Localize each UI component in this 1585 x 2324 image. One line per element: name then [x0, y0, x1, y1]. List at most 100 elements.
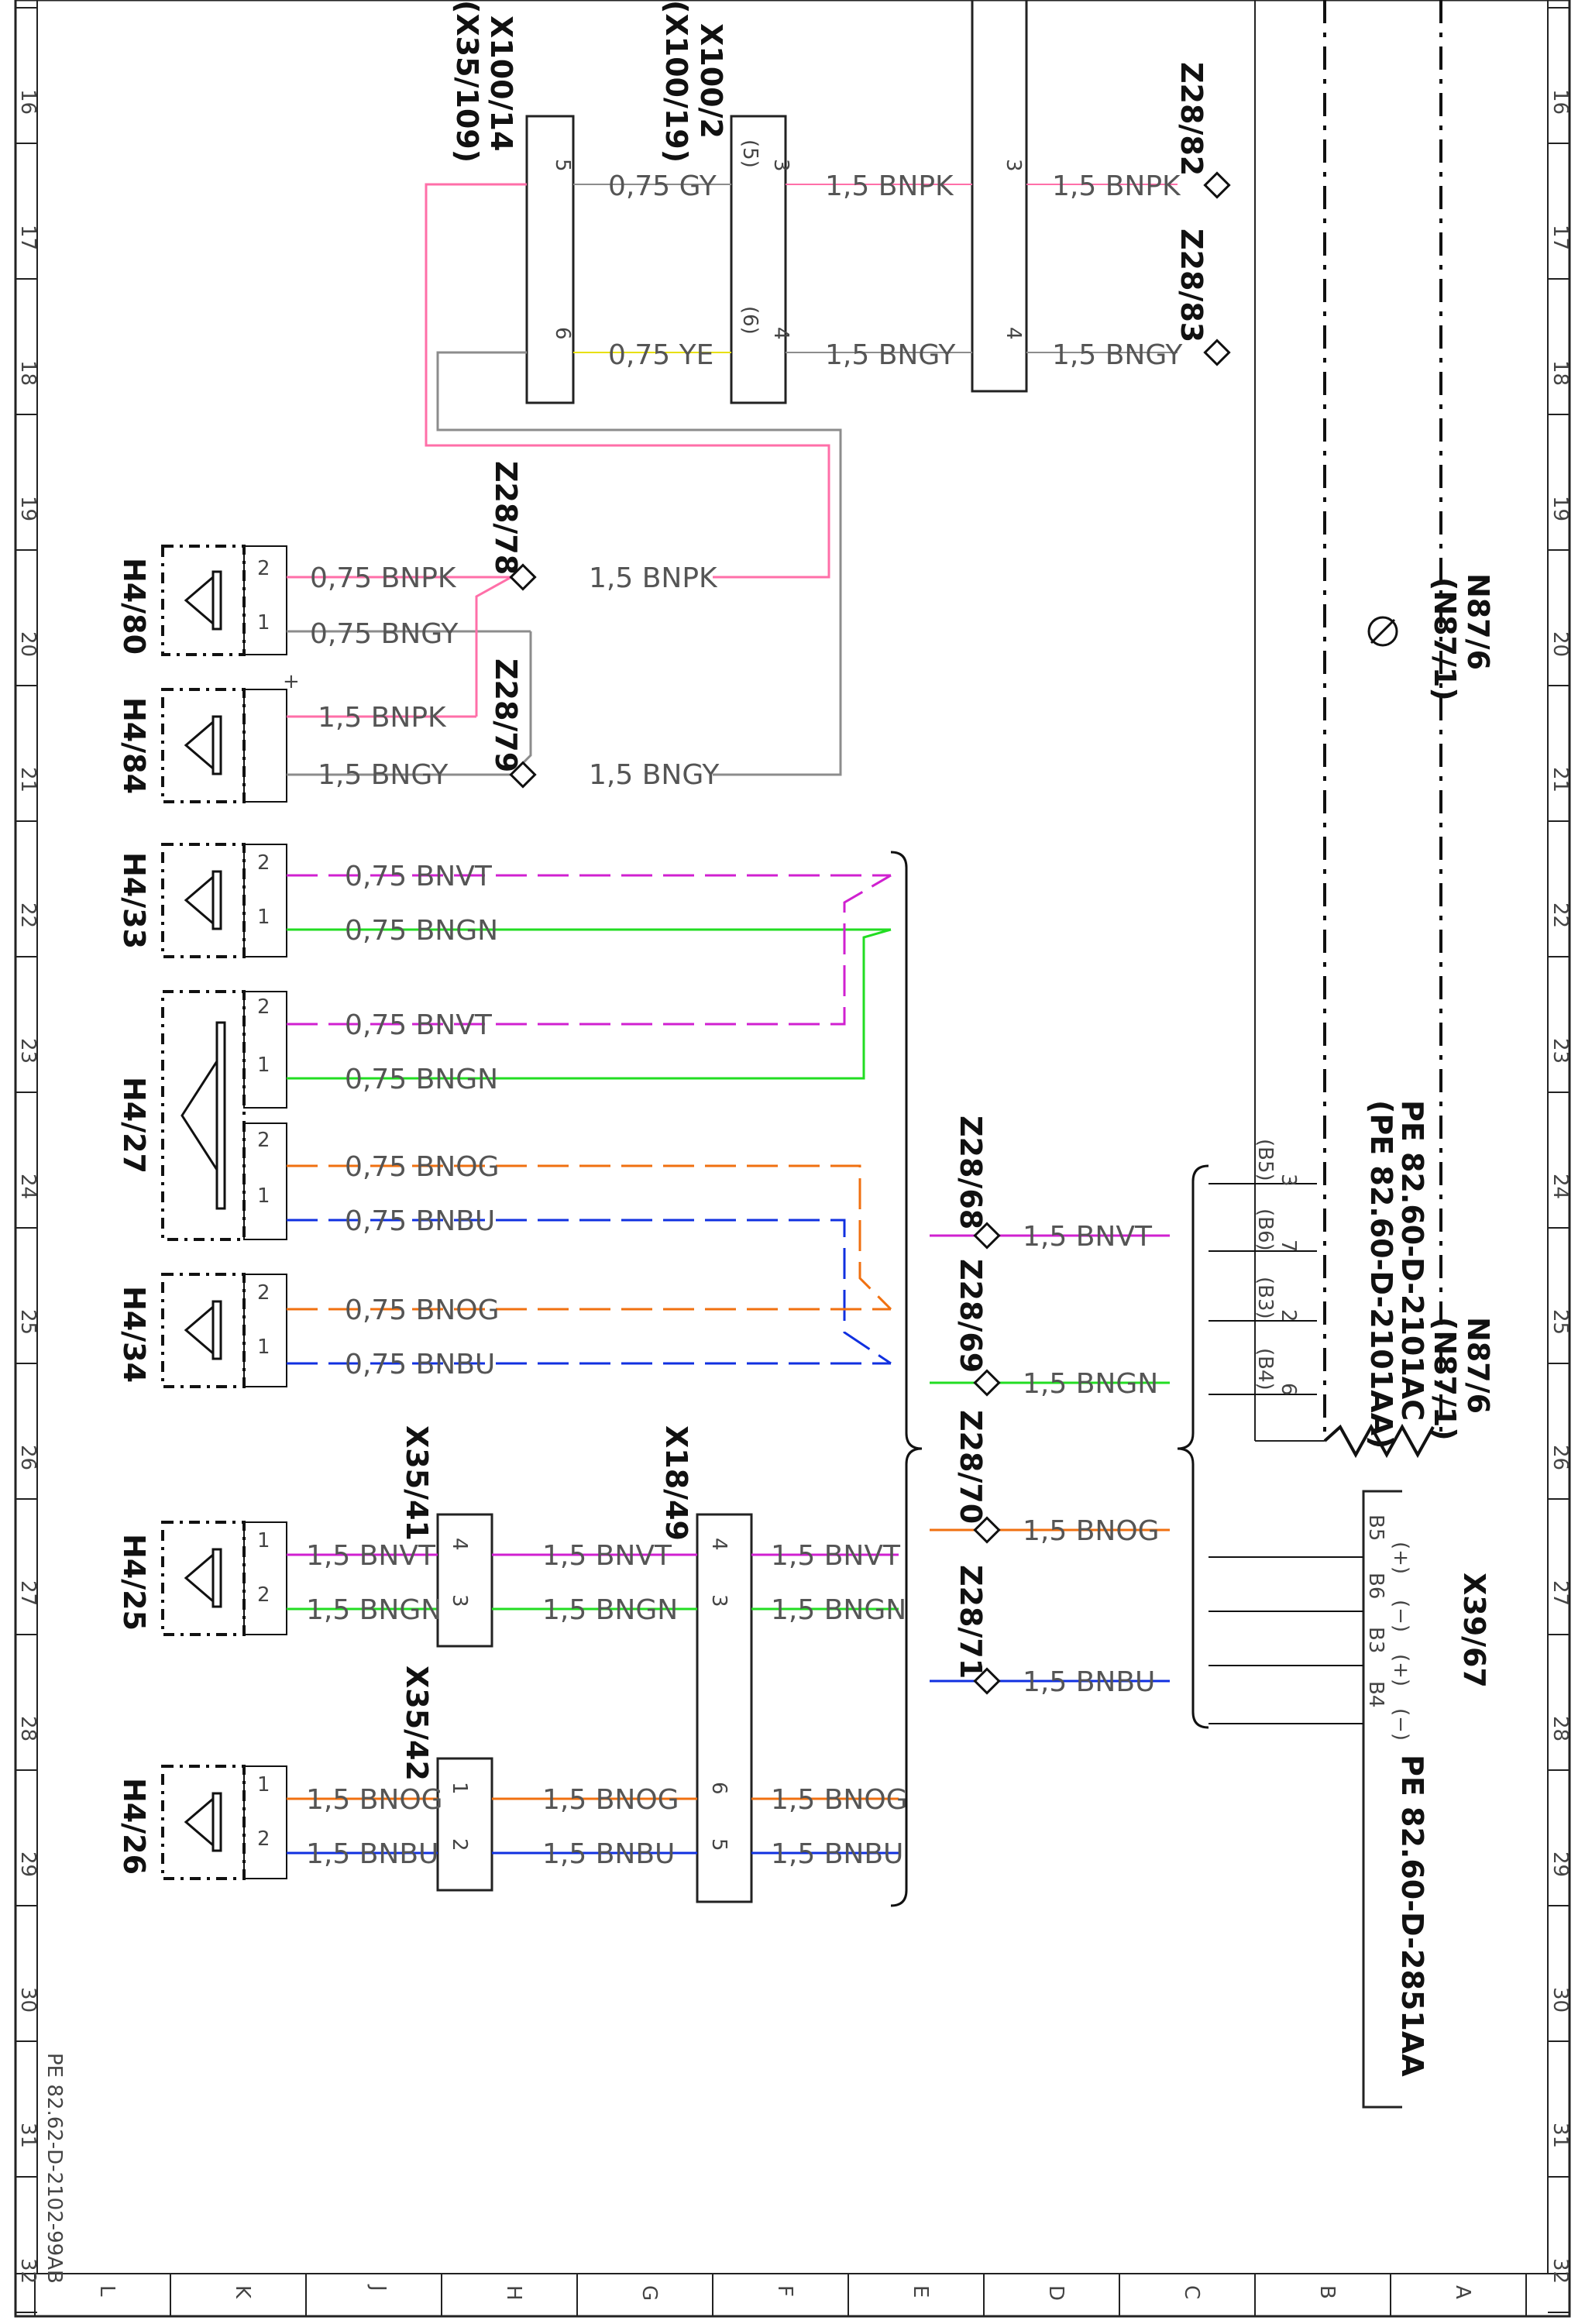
row-number: 26	[16, 1445, 40, 1470]
svg-text:0,75 BNGN: 0,75 BNGN	[345, 1064, 498, 1095]
row-number: 31	[1549, 2123, 1572, 2148]
connector-label: X100/14	[484, 15, 518, 151]
svg-text:PE 82.60-D-2101AC: PE 82.60-D-2101AC	[1395, 1100, 1429, 1421]
splice-z28-70[interactable]: Z28/70 1,5 BNOG	[930, 1410, 1170, 1547]
row-number: 24	[1549, 1174, 1572, 1199]
row-number: 29	[16, 1851, 40, 1877]
connector-x100-14[interactable]: X100/14 (X35/109) 5 6	[450, 0, 575, 404]
svg-text:H4/84: H4/84	[117, 697, 151, 794]
speaker-h4-80[interactable]: H4/80	[117, 545, 287, 656]
row-number: 26	[1549, 1445, 1572, 1470]
column-letter: L	[95, 2285, 119, 2297]
connector-x39-67[interactable]: X39/67 B5 (+) B6 (−) B3 (+) B4 (−) PE 82…	[1209, 1490, 1491, 2109]
row-number: 29	[1549, 1851, 1572, 1877]
splice-z28-71[interactable]: Z28/71 1,5 BNBU	[930, 1565, 1170, 1698]
connector-x100-2[interactable]: X100/2 (X100/19) 3 (5) 4 (6)	[659, 0, 792, 404]
splice-z28-83[interactable]: Z28/83	[1174, 229, 1231, 366]
document-code: PE 82.62-D-2102-99AB	[43, 2053, 66, 2284]
row-number: 18	[1549, 360, 1572, 386]
svg-text:1: 1	[257, 1529, 270, 1552]
wire-label: 1,5 BNGN	[1023, 1368, 1158, 1400]
svg-text:H4/33: H4/33	[117, 852, 151, 949]
row-number: 19	[1549, 496, 1572, 521]
connector-right-col[interactable]: 3 4	[971, 0, 1028, 393]
svg-text:H4/26: H4/26	[117, 1778, 151, 1875]
svg-text:0,75 BNGN: 0,75 BNGN	[345, 915, 498, 947]
row-number: 32	[1549, 2258, 1572, 2284]
speaker-h4-84[interactable]: H4/84 +	[117, 670, 300, 803]
splice-z28-68[interactable]: Z28/68 1,5 BNVT	[930, 1116, 1170, 1253]
column-letters: L K J H G F E D C B A	[95, 2284, 1474, 2301]
splice-z28-78[interactable]: Z28/78	[489, 461, 537, 591]
connector-x35-41[interactable]: X35/41 4 3	[400, 1425, 493, 1648]
svg-text:1: 1	[257, 1054, 270, 1077]
svg-text:2: 2	[257, 1827, 270, 1851]
svg-text:2: 2	[1277, 1309, 1300, 1322]
row-number: 28	[16, 1716, 40, 1741]
connector-x18-49[interactable]: X18/49 4 3 6 5	[659, 1425, 753, 1903]
svg-text:7: 7	[1277, 1239, 1300, 1253]
module-n87-6-pins[interactable]: 3 (B5) 7 (B6) 2 (B3) 6 (B4) N87/6 (N87/1…	[1209, 1100, 1495, 1459]
bracket	[1177, 1164, 1209, 1729]
connector-alt-label: (X100/19)	[659, 0, 693, 163]
connector-x35-42[interactable]: X35/42 1 2	[400, 1666, 493, 1892]
svg-text:1,5 BNBU: 1,5 BNBU	[542, 1838, 675, 1870]
column-letter: K	[231, 2285, 254, 2299]
column-letter: H	[502, 2285, 525, 2301]
svg-text:2: 2	[257, 1129, 270, 1152]
svg-text:N87/6: N87/6	[1461, 1317, 1495, 1414]
row-number: 22	[16, 902, 40, 928]
svg-text:3: 3	[769, 159, 792, 172]
speaker-h4-25[interactable]: H4/25	[117, 1521, 287, 1636]
row-number: 23	[16, 1038, 40, 1064]
svg-text:0,75 BNOG: 0,75 BNOG	[345, 1294, 499, 1326]
svg-text:4: 4	[707, 1538, 731, 1551]
speaker-h4-34[interactable]: H4/34	[117, 1273, 287, 1388]
svg-text:Z28/70: Z28/70	[954, 1410, 988, 1524]
wire-label: 1,5 BNGY	[1052, 339, 1183, 371]
svg-text:2: 2	[257, 1281, 270, 1305]
svg-text:(+): (+)	[1389, 1654, 1412, 1686]
svg-text:1,5 BNGY: 1,5 BNGY	[318, 759, 449, 791]
svg-text:0,75 BNVT: 0,75 BNVT	[345, 1009, 493, 1041]
svg-text:B6: B6	[1364, 1573, 1387, 1599]
svg-text:3: 3	[707, 1594, 731, 1607]
row-numbers-left: 16 17 18 19 20 21 22 23 24 25 26 27 28 2…	[16, 89, 40, 2284]
svg-text:(5): (5)	[738, 139, 762, 168]
svg-text:1,5 BNPK: 1,5 BNPK	[318, 702, 447, 734]
svg-text:(N87/1): (N87/1)	[1428, 1317, 1462, 1441]
svg-text:B4: B4	[1364, 1681, 1387, 1707]
speaker-h4-33[interactable]: H4/33	[117, 843, 287, 958]
row-number: 32	[16, 2258, 40, 2284]
splice-z28-82[interactable]: Z28/82	[1174, 62, 1231, 199]
svg-text:(+): (+)	[1389, 1542, 1412, 1574]
splice-z28-79[interactable]: Z28/79	[489, 658, 537, 789]
svg-text:1,5 BNVT: 1,5 BNVT	[771, 1540, 901, 1572]
svg-text:H4/80: H4/80	[117, 558, 151, 655]
lower-wire-labels: 1,5 BNVT 1,5 BNGN 1,5 BNVT 1,5 BNGN 1,5 …	[306, 1540, 908, 1870]
wire-label: 0,75 YE	[608, 339, 713, 371]
svg-text:N87/6: N87/6	[1461, 573, 1495, 670]
speaker-h4-27[interactable]: H4/27	[117, 990, 287, 1241]
row-number: 17	[1549, 225, 1572, 250]
svg-text:4: 4	[1002, 327, 1025, 340]
row-number: 25	[1549, 1309, 1572, 1335]
svg-text:2: 2	[257, 995, 270, 1019]
column-letter: D	[1044, 2285, 1068, 2301]
speaker-h4-26[interactable]: H4/26	[117, 1765, 287, 1880]
svg-text:1: 1	[257, 1773, 270, 1796]
row-number: 16	[1549, 89, 1572, 115]
speaker-pin-numbers: 2 1 2 1 2 1 2 1 2 1 1 2 1 2	[257, 557, 270, 1851]
row-number: 31	[16, 2123, 40, 2148]
row-number: 30	[1549, 1987, 1572, 2013]
svg-text:H4/25: H4/25	[117, 1534, 151, 1631]
row-number: 30	[16, 1987, 40, 2013]
row-number: 23	[1549, 1038, 1572, 1064]
module-n87-6-top[interactable]: N87/6 (N87/1)	[1254, 0, 1495, 1441]
column-letter: J	[366, 2284, 390, 2291]
svg-text:3: 3	[1002, 159, 1025, 172]
splice-z28-69[interactable]: Z28/69 1,5 BNGN	[930, 1259, 1170, 1400]
svg-text:1,5 BNBU: 1,5 BNBU	[771, 1838, 903, 1870]
svg-text:X35/41: X35/41	[400, 1425, 434, 1541]
